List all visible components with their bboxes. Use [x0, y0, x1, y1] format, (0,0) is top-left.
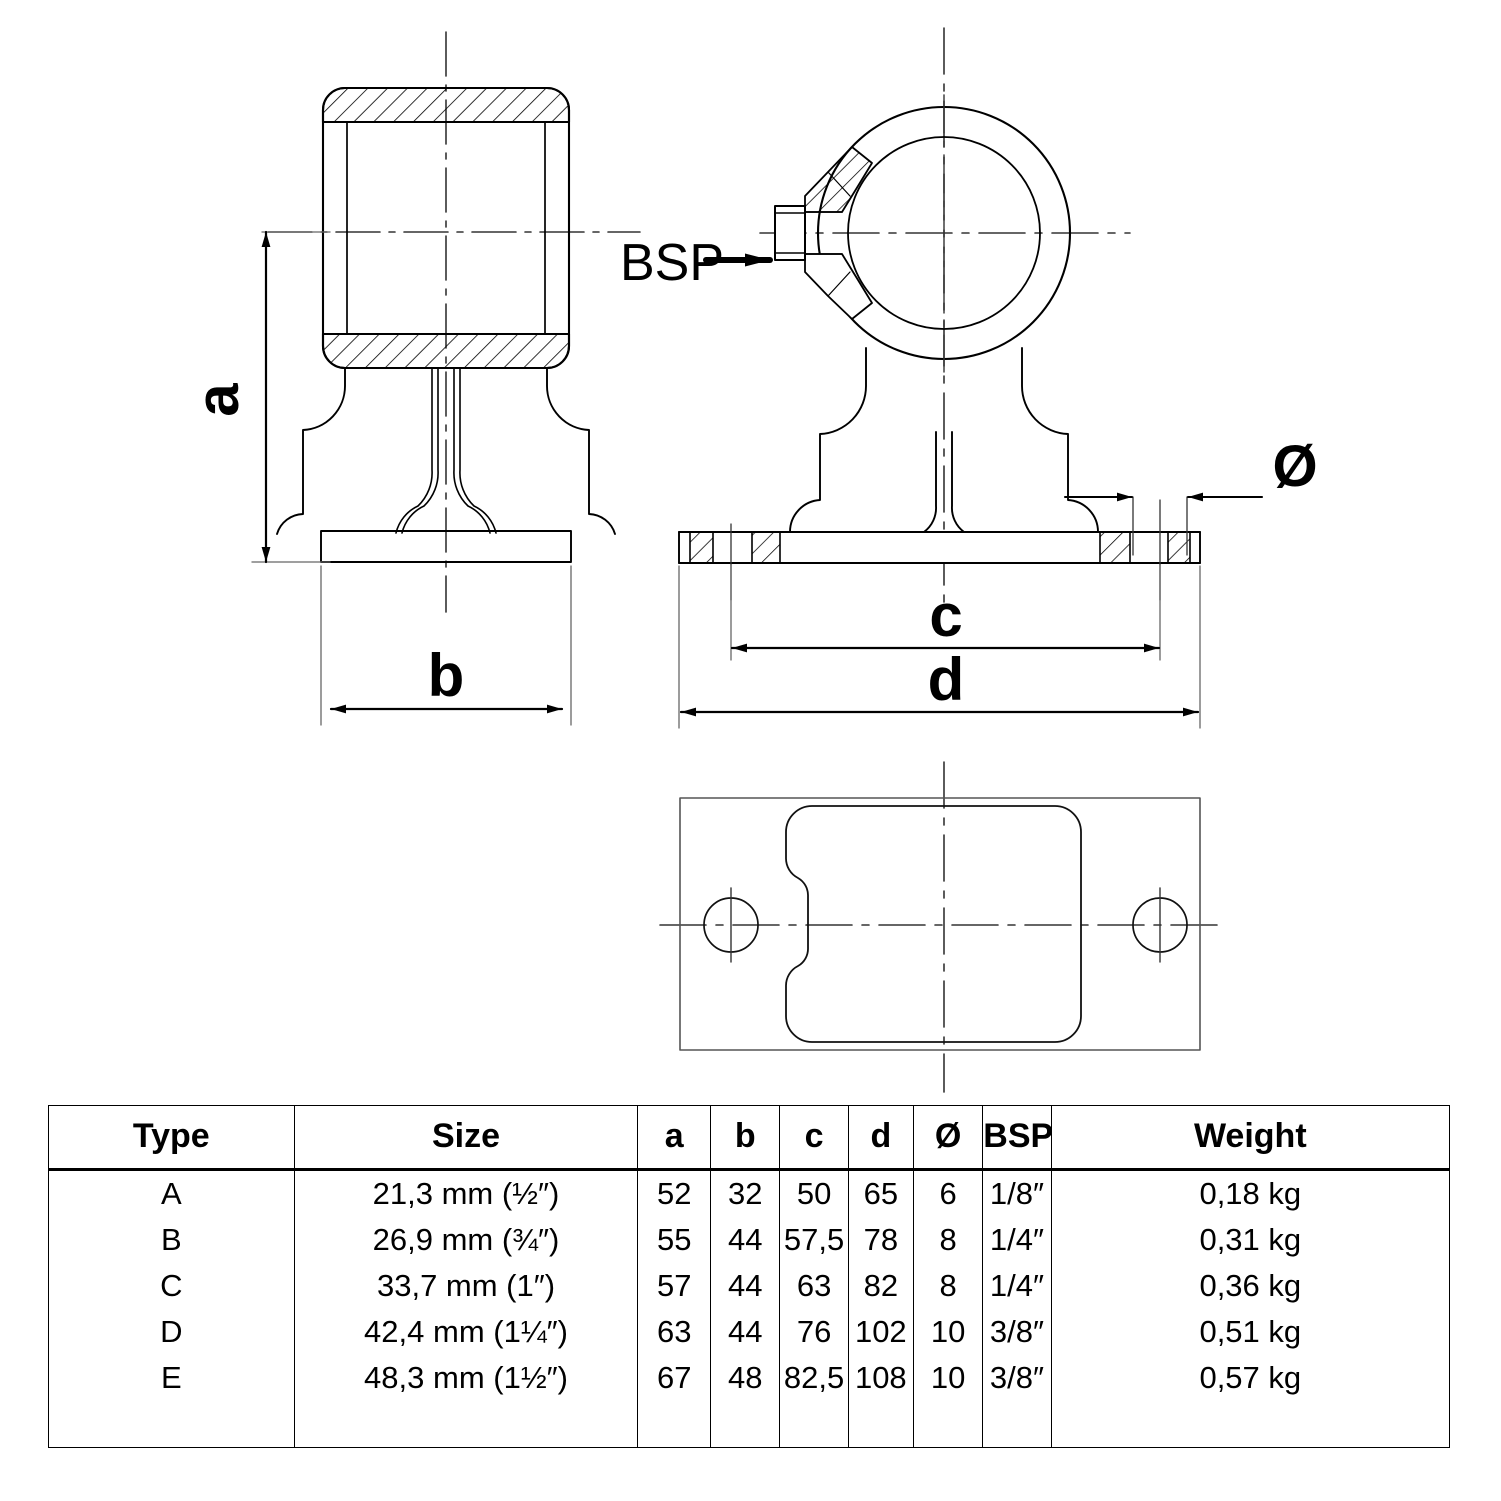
table-header-row: Type Size a b c d Ø BSP Weight: [48, 1105, 1451, 1171]
column-header-a: a: [637, 1105, 712, 1171]
cell-a: 55: [637, 1217, 712, 1263]
cell-d: 102: [847, 1308, 914, 1355]
cell-c: 82,5: [779, 1354, 849, 1401]
cell-empty: [912, 1400, 984, 1448]
cell-empty: [637, 1400, 712, 1448]
dimension-diameter: [1063, 492, 1264, 556]
table-row: C 33,7 mm (1″) 57 44 63 82 8 1/4″ 0,36 k…: [48, 1263, 1451, 1309]
cell-type: E: [48, 1354, 295, 1401]
cell-size: 26,9 mm (¾″): [293, 1217, 639, 1263]
cell-bsp: 3/8″: [982, 1308, 1052, 1355]
column-header-bsp: BSP: [982, 1105, 1053, 1171]
table-body: A 21,3 mm (½″) 52 32 50 65 6 1/8″ 0,18 k…: [48, 1169, 1451, 1448]
cell-size: 48,3 mm (1½″): [293, 1354, 639, 1401]
side-bore-walls: [322, 121, 570, 335]
cell-diameter: 8: [912, 1263, 984, 1309]
cell-empty: [847, 1400, 914, 1448]
cell-c: 63: [779, 1263, 849, 1309]
front-bsp-boss: [774, 146, 873, 320]
cell-diameter: 8: [912, 1217, 984, 1263]
cell-b: 44: [710, 1217, 781, 1263]
front-base-plate: [678, 531, 1201, 564]
column-header-diameter: Ø: [912, 1105, 984, 1171]
cell-d: 65: [847, 1169, 914, 1218]
column-header-size: Size: [293, 1105, 639, 1171]
cell-d: 78: [847, 1217, 914, 1263]
cell-a: 67: [637, 1354, 712, 1401]
cell-b: 48: [710, 1354, 781, 1401]
plan-hole-axes: [730, 887, 1161, 963]
cell-weight: 0,31 kg: [1050, 1217, 1451, 1263]
front-collar-ring: [816, 94, 1072, 373]
dimension-label-a: a: [184, 383, 251, 417]
cell-diameter: 10: [912, 1308, 984, 1355]
plan-column-footprint: [785, 805, 1082, 1043]
cell-diameter: 10: [912, 1354, 984, 1401]
cell-type: C: [48, 1263, 295, 1309]
cell-a: 63: [637, 1308, 712, 1355]
cell-size: 42,4 mm (1¼″): [293, 1308, 639, 1355]
cell-type: A: [48, 1169, 295, 1218]
cell-weight: 0,57 kg: [1050, 1354, 1451, 1401]
cell-type: D: [48, 1308, 295, 1355]
cell-empty: [710, 1400, 781, 1448]
cell-empty: [982, 1400, 1052, 1448]
table-row: D 42,4 mm (1¼″) 63 44 76 102 10 3/8″ 0,5…: [48, 1308, 1451, 1355]
table-row: A 21,3 mm (½″) 52 32 50 65 6 1/8″ 0,18 k…: [48, 1169, 1451, 1218]
cell-d: 108: [847, 1354, 914, 1401]
cell-bsp: 3/8″: [982, 1354, 1052, 1401]
front-section-view: [678, 27, 1264, 729]
cell-bsp: 1/8″: [982, 1169, 1052, 1218]
side-base-plate: [320, 530, 572, 563]
cell-weight: 0,18 kg: [1050, 1169, 1451, 1218]
column-header-b: b: [710, 1105, 781, 1171]
table-row: B 26,9 mm (¾″) 55 44 57,5 78 8 1/4″ 0,31…: [48, 1217, 1451, 1263]
cell-diameter: 6: [912, 1169, 984, 1218]
cell-c: 76: [779, 1308, 849, 1355]
cell-a: 52: [637, 1169, 712, 1218]
cell-size: 33,7 mm (1″): [293, 1263, 639, 1309]
plan-base-plate-outline: [679, 797, 1201, 1051]
cell-empty: [48, 1400, 295, 1448]
column-header-c: c: [779, 1105, 849, 1171]
dimension-label-diameter: Ø: [1272, 434, 1317, 499]
column-header-type: Type: [48, 1105, 295, 1171]
cell-bsp: 1/4″: [982, 1263, 1052, 1309]
side-section-view: [251, 31, 641, 726]
column-header-weight: Weight: [1050, 1105, 1451, 1171]
cell-b: 44: [710, 1263, 781, 1309]
cell-size: 21,3 mm (½″): [293, 1169, 639, 1218]
column-header-d: d: [847, 1105, 914, 1171]
label-bsp: BSP: [620, 234, 724, 292]
front-support-column: [753, 347, 1129, 533]
bottom-plan-view: [659, 761, 1223, 1093]
front-dimension-extension-lines: [678, 565, 1201, 729]
table-empty-row: [48, 1400, 1451, 1448]
cell-d: 82: [847, 1263, 914, 1309]
dimension-label-c: c: [929, 582, 962, 649]
cell-weight: 0,51 kg: [1050, 1308, 1451, 1355]
side-b-extension-lines: [320, 565, 572, 726]
dimension-label-b: b: [428, 642, 465, 709]
side-bottom-wall-section: [321, 332, 571, 370]
side-column-rib: [395, 367, 497, 534]
cell-empty: [293, 1400, 639, 1448]
cell-b: 44: [710, 1308, 781, 1355]
table-row: E 48,3 mm (1½″) 67 48 82,5 108 10 3/8″ 0…: [48, 1354, 1451, 1401]
side-top-wall-section: [321, 86, 571, 124]
cell-c: 50: [779, 1169, 849, 1218]
side-column-profile: [276, 367, 616, 535]
cell-empty: [1050, 1400, 1451, 1448]
cell-c: 57,5: [779, 1217, 849, 1263]
cell-type: B: [48, 1217, 295, 1263]
dimension-label-d: d: [928, 646, 965, 713]
side-a-extension-lines: [251, 231, 331, 563]
cell-b: 32: [710, 1169, 781, 1218]
cell-weight: 0,36 kg: [1050, 1263, 1451, 1309]
cell-a: 57: [637, 1263, 712, 1309]
cell-bsp: 1/4″: [982, 1217, 1052, 1263]
specification-table: Type Size a b c d Ø BSP Weight A 21,3 mm…: [48, 1105, 1451, 1448]
cell-empty: [779, 1400, 849, 1448]
